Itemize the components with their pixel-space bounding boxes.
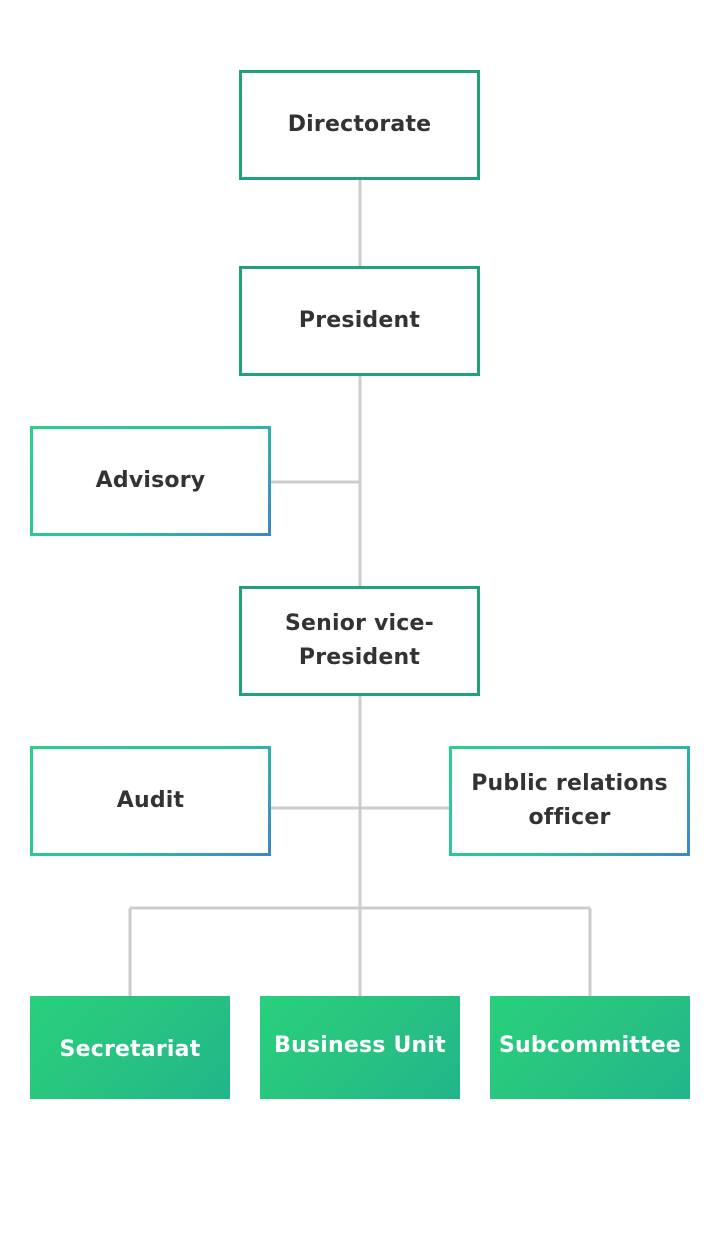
node-directorate: Directorate xyxy=(239,70,480,180)
node-advisory-label: Advisory xyxy=(95,468,206,493)
node-senior-vice-president-line1: Senior vice- xyxy=(285,611,434,636)
node-audit: Audit xyxy=(30,746,271,856)
node-senior-vice-president: Senior vice- President xyxy=(239,586,480,696)
node-business-unit: Business Unit xyxy=(260,996,460,1099)
node-public-relations-line1: Public relations xyxy=(471,771,668,796)
node-president: President xyxy=(239,266,480,376)
node-subcommittee-label: Subcommittee xyxy=(498,1032,682,1058)
node-advisory: Advisory xyxy=(30,426,271,536)
node-business-unit-label: Business Unit xyxy=(274,1032,446,1058)
node-public-relations-officer: Public relations officer xyxy=(449,746,690,856)
node-audit-label: Audit xyxy=(116,788,185,813)
node-secretariat: Secretariat xyxy=(30,996,230,1099)
node-senior-vice-president-label: Senior vice- President xyxy=(285,607,434,675)
node-public-relations-officer-label: Public relations officer xyxy=(471,767,668,835)
node-public-relations-line2: officer xyxy=(528,805,611,830)
node-secretariat-label: Secretariat xyxy=(59,1036,201,1062)
node-subcommittee: Subcommittee xyxy=(490,996,690,1099)
node-senior-vice-president-line2: President xyxy=(298,645,421,670)
node-president-label: President xyxy=(298,308,421,333)
node-directorate-label: Directorate xyxy=(287,112,432,137)
